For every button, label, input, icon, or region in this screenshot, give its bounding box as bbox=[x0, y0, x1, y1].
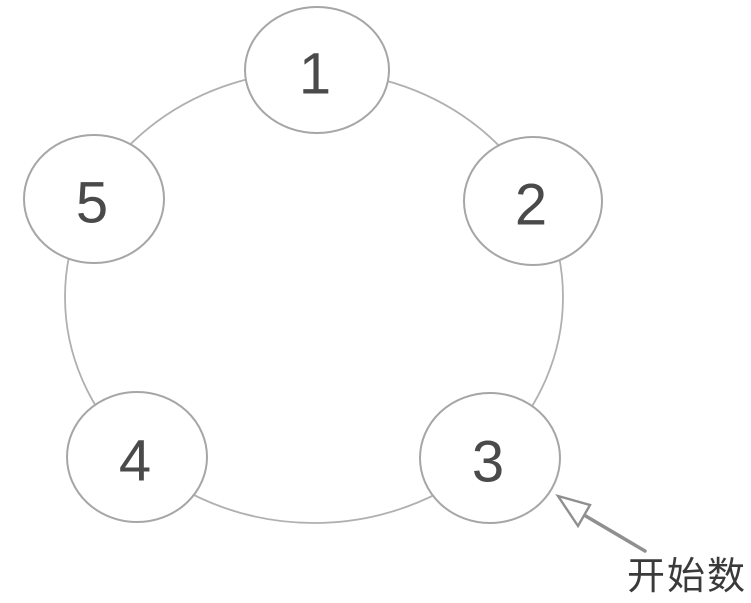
node-1-label: 1 bbox=[299, 42, 331, 107]
start-counting-label: 开始数 bbox=[627, 556, 747, 598]
start-pointer-arrow-icon bbox=[555, 493, 647, 553]
node-3-circle bbox=[419, 392, 561, 524]
node-5: 5 bbox=[23, 134, 165, 264]
node-2: 2 bbox=[463, 136, 603, 266]
node-2-label: 2 bbox=[515, 173, 547, 238]
node-1-circle bbox=[244, 6, 390, 134]
node-4-circle bbox=[66, 391, 208, 523]
arrow-shaft bbox=[582, 513, 647, 553]
node-5-circle bbox=[23, 134, 165, 264]
node-4: 4 bbox=[66, 391, 208, 523]
node-2-circle bbox=[463, 136, 603, 266]
node-1: 1 bbox=[244, 6, 390, 134]
node-4-label: 4 bbox=[119, 429, 151, 494]
node-3-label: 3 bbox=[472, 430, 504, 495]
node-5-label: 5 bbox=[76, 171, 108, 236]
arrow-head bbox=[555, 493, 592, 529]
node-3: 3 bbox=[419, 392, 561, 524]
